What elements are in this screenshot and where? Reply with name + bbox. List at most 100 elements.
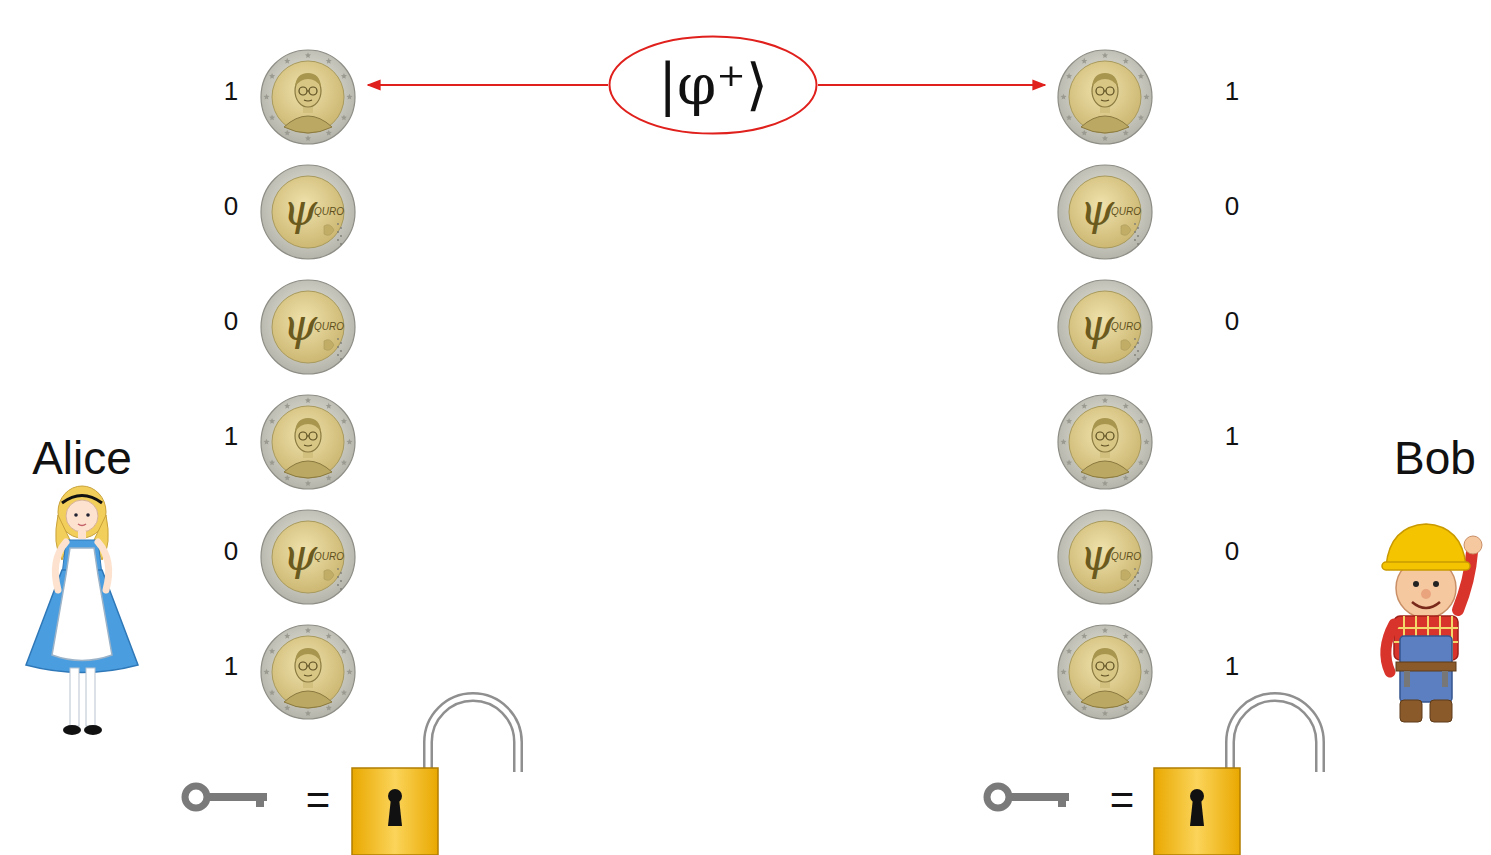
key-icon-part [987,786,1009,808]
key-icon-part [185,786,207,808]
bob-figure-part [1421,589,1431,599]
open-padlock [352,697,518,855]
coin-face [260,394,356,490]
portrait-glasses [309,87,317,95]
coin-dots [1137,342,1139,344]
coin-star [341,418,347,424]
coin-dots [1137,580,1139,582]
coin-symbol: ψ [1080,188,1115,232]
coin-star [1066,418,1072,424]
coin-ring [1058,165,1152,259]
coin-star [305,135,311,141]
coin-dots [340,588,342,590]
coin-star [1138,460,1144,466]
coin-core [272,291,344,363]
portrait-glasses [299,432,307,440]
coin-star [326,475,332,481]
coin-ring [261,50,355,144]
portrait-shoulders [284,116,332,133]
bob-figure-part [1413,581,1419,587]
coin-star [1143,439,1149,445]
bit-value: 0 [224,538,238,564]
open-padlock-part [1154,768,1240,855]
coin-ring [261,395,355,489]
coin-inscription: QURO [314,207,344,217]
bit-value: 0 [1225,193,1239,219]
coin-star [1123,403,1129,409]
coin-star [284,403,290,409]
equals-sign: = [1110,779,1135,821]
bob-figure-part [1386,624,1394,672]
coin-star [284,130,290,136]
portrait-glasses [1096,432,1104,440]
coin-ring [261,280,355,374]
coin-star [263,439,269,445]
coin-star [346,439,352,445]
key-icon [987,786,1069,808]
alice-figure-part [78,531,86,539]
coin-star [1066,460,1072,466]
coin-star [269,648,275,654]
coin-star [269,73,275,79]
portrait-features [1101,91,1109,101]
alice-figure-part [86,668,95,726]
ellipse-border [610,37,817,134]
coin-star [1081,130,1087,136]
coin-dots [1134,239,1136,241]
coin-symbol: ψ [283,188,318,232]
coin-star [1123,475,1129,481]
coin-star [305,480,311,486]
coin-core [1069,176,1141,248]
coin-dots [340,572,342,574]
bit-value: 1 [1225,653,1239,679]
portrait-glasses [309,662,317,670]
coin-core [272,406,344,478]
coin-dots [1134,346,1136,348]
open-padlock [1154,697,1320,855]
portrait-features [304,91,312,101]
coin-dots [1137,572,1139,574]
portrait-features [304,436,312,446]
open-padlock-part [1230,697,1320,772]
bob-figure-part [1382,562,1470,570]
coin-star [1138,73,1144,79]
coin-star [326,130,332,136]
coin-dots [340,358,342,360]
portrait-glasses [1106,87,1114,95]
alice-figure [26,486,138,735]
coin-face [260,624,356,720]
coin-star [1102,480,1108,486]
coin-dots [340,342,342,344]
coin-dots [340,350,342,352]
coin-dots [337,239,339,241]
coin-star [1102,397,1108,403]
key-icon [185,786,267,808]
portrait-features [304,666,312,676]
coin-symbol: ψ [1080,303,1115,347]
coin-star [1066,115,1072,121]
portrait-hair [295,418,321,432]
coin-dots [340,243,342,245]
coin-star [341,690,347,696]
bob-figure-part [1386,524,1466,566]
portrait-glasses [309,432,317,440]
bit-value: 0 [224,308,238,334]
open-padlock-part [352,768,438,855]
coin-star [341,460,347,466]
portrait-shoulders [284,461,332,478]
coin: 1 [260,394,356,490]
coin-core [1069,291,1141,363]
coin-star [1138,648,1144,654]
coin-star [1123,58,1129,64]
coin-inscription: QURO [314,322,344,332]
bob-figure-part [1430,700,1452,722]
bit-value: 0 [1225,538,1239,564]
coin-dots [337,231,339,233]
coin-star [1143,94,1149,100]
coin-star [269,460,275,466]
coin-star [1060,94,1066,100]
bob-figure-part [1396,662,1456,671]
portrait-hair [1092,73,1118,87]
coin-map [1121,570,1131,581]
